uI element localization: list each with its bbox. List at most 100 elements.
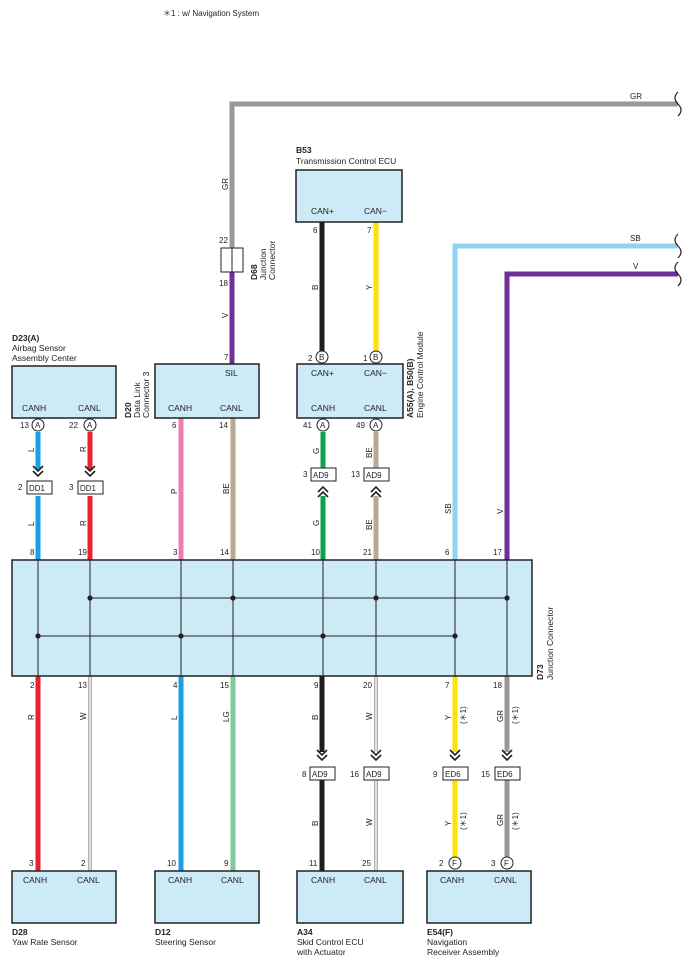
wire-label-w2: W — [365, 818, 374, 826]
svg-text:CANL: CANL — [364, 875, 387, 885]
svg-text:21: 21 — [363, 548, 372, 557]
wire-label-star-y1: (＊1) — [459, 706, 468, 724]
d12-name: Steering Sensor — [155, 937, 216, 947]
svg-text:CANH: CANH — [440, 875, 464, 885]
break-marks — [674, 91, 682, 287]
d23-conn-2: A — [87, 421, 93, 430]
d12-code: D12 — [155, 927, 171, 937]
component-d28: 3 2 CANH CANL D28 Yaw Rate Sensor — [11, 859, 117, 947]
b53-name: Transmission Control ECU — [296, 156, 396, 166]
svg-text:CANH: CANH — [168, 875, 192, 885]
svg-text:3: 3 — [69, 483, 74, 492]
svg-text:CANH: CANH — [311, 875, 335, 885]
svg-text:3: 3 — [29, 859, 34, 868]
ecm-conn-a-2: A — [373, 421, 379, 430]
svg-text:16: 16 — [350, 770, 359, 779]
wire-label-be-d20: BE — [222, 483, 231, 494]
svg-text:3: 3 — [173, 548, 178, 557]
svg-text:7: 7 — [445, 681, 450, 690]
navigation-note: ＊1 : w/ Navigation System — [163, 9, 259, 18]
wire-labels: GR SB V GR V B Y L R L R P BE G BE G BE … — [27, 92, 642, 830]
wire-label-gr2: GR — [496, 814, 505, 826]
ecm-code: A55(A), B50(B) — [405, 358, 415, 418]
component-d68: 22 18 D68 Junction Connector — [219, 236, 277, 288]
ecm-num-3: 41 — [303, 421, 312, 430]
wire-label-lg-d12: LG — [222, 711, 231, 722]
component-d23: D23(A) Airbag Sensor Assembly Center CAN… — [11, 333, 117, 432]
inline-ad9-d: 16 AD9 — [350, 749, 390, 781]
d20-num-1: 6 — [172, 421, 177, 430]
wire-label-y-b53: Y — [365, 284, 374, 290]
d68-name-2: Connector — [267, 241, 277, 280]
wire-label-star-gr1: (＊1) — [511, 706, 520, 724]
wire-sb — [452, 243, 678, 560]
svg-text:AD9: AD9 — [313, 471, 329, 480]
svg-text:CANL: CANL — [77, 875, 100, 885]
svg-text:2: 2 — [18, 483, 23, 492]
d20-sil-num: 7 — [224, 353, 229, 362]
d68-pin-bottom: 18 — [219, 279, 228, 288]
d23-num-1: 13 — [20, 421, 29, 430]
ecm-pin-canh: CANH — [311, 403, 335, 413]
wire-label-sb-top: SB — [630, 234, 641, 243]
svg-text:18: 18 — [493, 681, 502, 690]
svg-text:CANL: CANL — [221, 875, 244, 885]
ecm-pin-can-plus: CAN+ — [311, 368, 334, 378]
b53-pin-can-minus: CAN− — [364, 206, 387, 216]
wire-label-y2: Y — [444, 820, 453, 826]
svg-text:AD9: AD9 — [366, 471, 382, 480]
svg-text:6: 6 — [445, 548, 450, 557]
wire-label-p: P — [170, 489, 179, 494]
wire-gr-top — [229, 101, 678, 248]
d68-pin-top: 22 — [219, 236, 228, 245]
a34-name-1: Skid Control ECU — [297, 937, 364, 947]
svg-text:2: 2 — [81, 859, 86, 868]
svg-text:8: 8 — [302, 770, 307, 779]
d20-pin-canh: CANH — [168, 403, 192, 413]
component-e54: 2 F 3 F CANH CANL E54(F) Navigation Rece… — [426, 856, 532, 957]
d68-name-1: Junction — [258, 248, 268, 280]
component-d73: 8 19 3 14 10 21 6 17 2 13 4 — [11, 548, 555, 690]
d73-bottom-pins: 2 13 4 15 9 20 7 18 — [30, 681, 502, 690]
wire-v-long — [504, 271, 678, 560]
a34-code: A34 — [297, 927, 313, 937]
ecm-num-4: 49 — [356, 421, 365, 430]
svg-text:ED6: ED6 — [445, 770, 461, 779]
d28-name: Yaw Rate Sensor — [12, 937, 78, 947]
a34-name-2: with Actuator — [296, 947, 346, 957]
svg-text:DD1: DD1 — [29, 484, 46, 493]
d23-pin-canl: CANL — [78, 403, 101, 413]
svg-text:13: 13 — [78, 681, 87, 690]
inline-ed6-b: 15 ED6 — [481, 749, 521, 781]
b53-pin-num-2: 7 — [367, 226, 372, 235]
ecm-pin-canl: CANL — [364, 403, 387, 413]
wire-label-v: V — [496, 508, 505, 514]
svg-text:10: 10 — [167, 859, 176, 868]
d68-code: D68 — [249, 264, 259, 280]
svg-text:4: 4 — [173, 681, 178, 690]
svg-text:19: 19 — [78, 548, 87, 557]
svg-text:ED6: ED6 — [497, 770, 513, 779]
svg-text:9: 9 — [224, 859, 229, 868]
wire-label-v-d68: V — [221, 312, 230, 318]
d73-name: Junction Connector — [545, 607, 555, 680]
wire-label-g1: G — [312, 448, 321, 454]
svg-text:F: F — [452, 859, 457, 868]
wire-label-v-top: V — [633, 262, 639, 271]
wire-label-l-d12: L — [170, 715, 179, 720]
svg-text:DD1: DD1 — [80, 484, 97, 493]
b53-code: B53 — [296, 145, 312, 155]
wire-label-w1: W — [365, 712, 374, 720]
svg-text:15: 15 — [220, 681, 229, 690]
d23-conn-1: A — [35, 421, 41, 430]
svg-text:17: 17 — [493, 548, 502, 557]
ecm-conn-b-1: B — [319, 353, 324, 362]
component-d20: 7 SIL CANH CANL 6 14 D20 Data Link Conne… — [123, 353, 260, 430]
d28-code: D28 — [12, 927, 28, 937]
component-d12: 10 9 CANH CANL D12 Steering Sensor — [154, 859, 260, 947]
inline-ad9-c: 8 AD9 — [302, 749, 336, 781]
ecm-num-2: 1 — [363, 354, 368, 363]
svg-text:2: 2 — [30, 681, 35, 690]
svg-text:9: 9 — [314, 681, 319, 690]
wire-label-y1: Y — [444, 714, 453, 720]
